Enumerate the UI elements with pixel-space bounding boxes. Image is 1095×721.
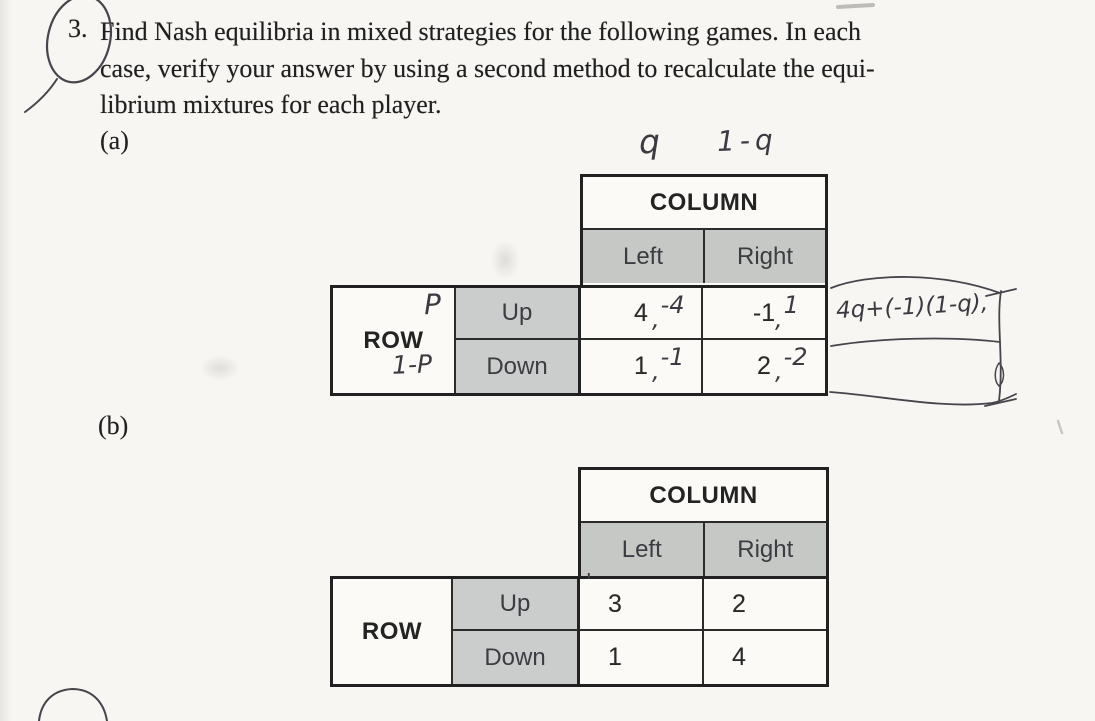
hand-p-annotation: P <box>423 287 442 322</box>
table-b-row-header: ROW <box>333 579 453 684</box>
hand-value: -4 <box>660 291 685 319</box>
table-a-payoff-down-right: 2 , -2 <box>703 340 825 393</box>
table-a-column-header: COLUMN <box>583 177 825 230</box>
hand-value: -1 <box>660 343 685 371</box>
handwritten-payoff: , 1 <box>775 291 799 333</box>
hand-bracket-loop <box>994 362 1005 388</box>
problem-text: Find Nash equilibria in mixed strategies… <box>100 14 1050 124</box>
table-b-strategy-row: Left Right <box>581 523 826 576</box>
table-a-payoff-up-left: 4 , -4 <box>581 288 703 340</box>
hand-bracket-bottom-tick <box>984 398 1017 407</box>
table-b-payoff-up-left: 3 <box>580 579 704 631</box>
table-b-payoff-up-right: 2 <box>704 579 826 631</box>
printed-payoff: 1 <box>634 352 648 380</box>
scan-blotch <box>200 355 240 381</box>
hand-bracket-middle-line <box>830 337 1001 347</box>
table-b-up-label: Up <box>453 579 580 631</box>
table-a-strategy-row: Left Right <box>583 230 825 283</box>
problem-text-line-3: librium mixtures for each player. <box>100 90 442 119</box>
hand-comma: , <box>775 357 783 385</box>
table-a-payoff-down-left: 1 , -1 <box>581 340 703 393</box>
printed-payoff: 4 <box>732 643 746 671</box>
printed-payoff: 2 <box>732 589 746 618</box>
printed-payoff: 4 <box>634 298 648 327</box>
table-a-row-header: ROW <box>333 288 456 393</box>
table-a-down-label: Down <box>456 340 581 393</box>
table-b-right-label: Right <box>702 523 826 576</box>
hand-bracket-bottom-line <box>829 391 1017 406</box>
stray-pen-mark: ' <box>585 569 593 596</box>
table-b-payoff-down-right: 4 <box>704 631 826 684</box>
table-a-body: ROW Up 4 , -4 -1 , 1 Down 1 , -1 2 <box>330 285 828 396</box>
hand-comma: , <box>652 357 660 385</box>
table-b-body: ROW Up 3 2 Down 1 4 <box>330 576 829 687</box>
printed-payoff: 3 <box>608 589 622 618</box>
hand-1-minus-q-annotation: 1-q <box>716 122 779 159</box>
table-a-column-header-box: COLUMN Left Right <box>580 174 828 285</box>
table-a-left-label: Left <box>583 230 703 283</box>
hand-comma: , <box>775 305 783 333</box>
printed-payoff: 1 <box>608 643 622 671</box>
handwritten-payoff: , -2 <box>775 343 808 385</box>
problem-text-line-2: case, verify your answer by using a seco… <box>100 53 875 83</box>
hand-circle-partial-bottom <box>38 687 108 721</box>
scan-artifact-tick <box>1056 419 1064 435</box>
handwritten-payoff: , -1 <box>652 343 685 385</box>
part-a-label: (a) <box>100 126 129 155</box>
hand-circle-tail <box>24 78 58 113</box>
table-b-payoff-down-left: 1 <box>580 631 704 684</box>
handwritten-payoff: , -4 <box>652 291 685 333</box>
problem-number: 3. <box>68 14 88 43</box>
page-edge-shadow <box>0 0 12 721</box>
problem-text-line-1: Find Nash equilibria in mixed strategies… <box>100 17 862 46</box>
table-a-up-label: Up <box>456 288 581 340</box>
hand-value: 1 <box>783 291 799 319</box>
scan-artifact-dash <box>836 3 875 9</box>
hand-value: -2 <box>783 343 808 371</box>
table-b-left-label: Left <box>581 523 703 576</box>
hand-q-annotation: q <box>638 121 661 162</box>
hand-expected-payoff-expression: 4q+(-1)(1-q), <box>835 290 989 324</box>
hand-bracket-top-tick <box>985 288 1017 297</box>
table-b-column-header: COLUMN <box>581 470 826 523</box>
hand-1-minus-p-annotation: 1-P <box>391 349 433 380</box>
table-a-payoff-up-right: -1 , 1 <box>703 288 825 340</box>
part-b-label: (b) <box>98 411 129 440</box>
table-b-column-header-box: COLUMN Left Right <box>578 467 829 576</box>
table-a-right-label: Right <box>703 230 825 283</box>
table-b-down-label: Down <box>453 631 580 684</box>
hand-comma: , <box>652 305 660 333</box>
printed-payoff: -1 <box>752 298 776 327</box>
scan-blotch <box>490 240 520 280</box>
hand-bracket-vertical-line <box>998 290 1002 402</box>
printed-payoff: 2 <box>757 352 771 380</box>
